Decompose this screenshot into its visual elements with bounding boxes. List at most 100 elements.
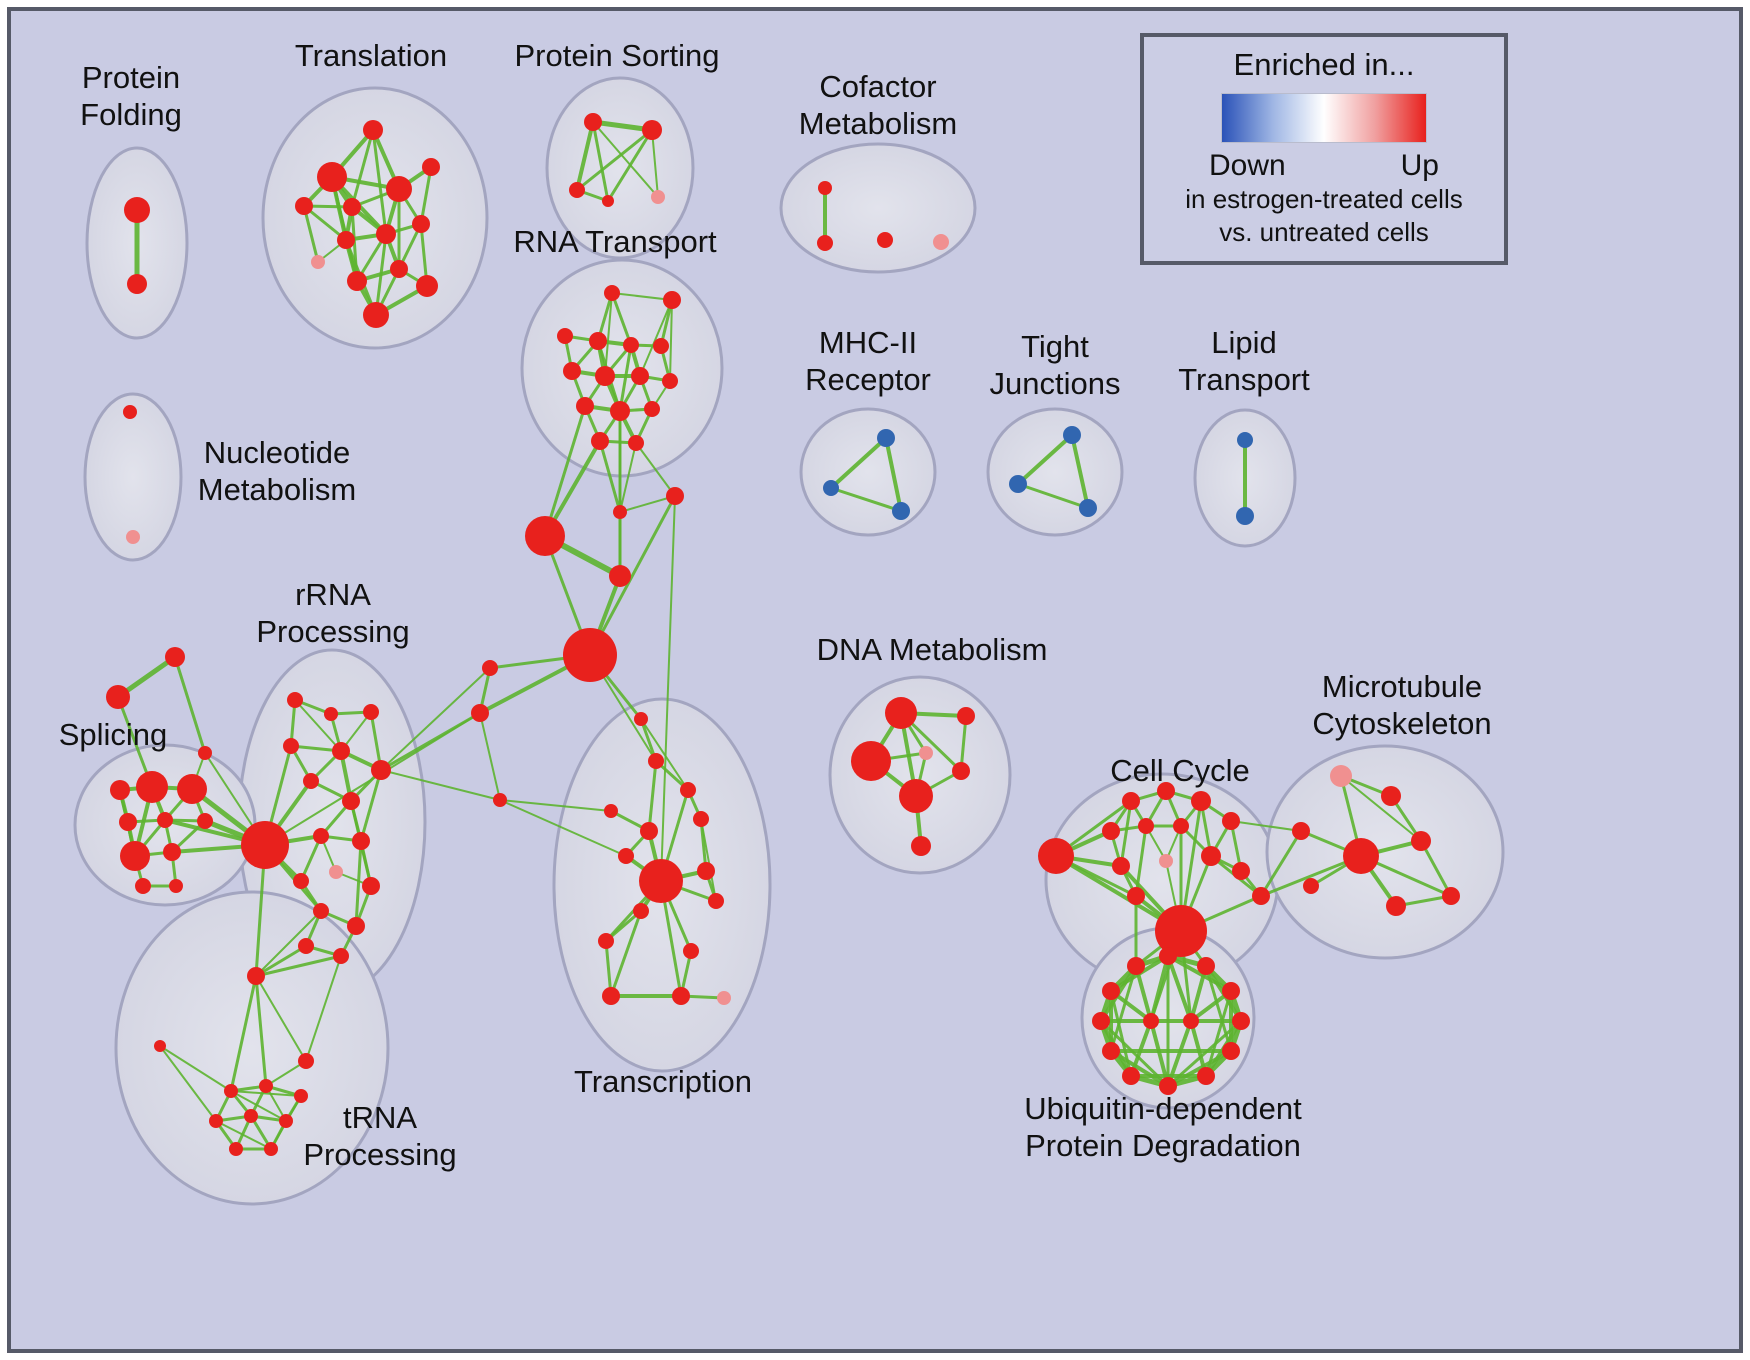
- gene-set-node: [1122, 1067, 1140, 1085]
- overlap-edge: [1129, 1019, 1153, 1078]
- overlap-edge: [606, 128, 654, 203]
- legend: Enriched in... Down Up in estrogen-treat…: [1140, 33, 1508, 265]
- gene-set-node: [1102, 1042, 1120, 1060]
- overlap-edge: [350, 128, 375, 209]
- overlap-edge: [255, 975, 307, 1062]
- legend-down-label: Down: [1209, 149, 1286, 182]
- gene-set-node: [329, 865, 343, 879]
- overlap-edge: [159, 1045, 217, 1122]
- gene-set-node: [1038, 838, 1074, 874]
- overlap-edge: [1204, 964, 1233, 1053]
- cluster-label-dna-metabolism: DNA Metabolism: [817, 632, 1048, 667]
- cluster-label-lipid-transport: Lipid: [1211, 325, 1277, 360]
- gene-set-node: [412, 215, 430, 233]
- gene-set-node: [1201, 846, 1221, 866]
- overlap-edge: [651, 129, 659, 198]
- cluster-label-trna-processing: tRNA: [343, 1100, 417, 1135]
- gene-set-node: [598, 933, 614, 949]
- gene-set-node: [177, 774, 207, 804]
- gene-set-node: [653, 338, 669, 354]
- legend-subtitle-line1: in estrogen-treated cells: [1185, 184, 1463, 214]
- overlap-edge: [647, 759, 658, 833]
- cluster-label-splicing: Splicing: [59, 717, 168, 752]
- cluster-label-rrna-processing: Processing: [256, 614, 409, 649]
- overlap-edge: [255, 910, 322, 977]
- gene-set-node: [124, 197, 150, 223]
- overlap-edge: [380, 667, 491, 771]
- cluster-label-lipid-transport: Transport: [1178, 362, 1310, 397]
- overlap-edge: [302, 204, 348, 242]
- gene-set-node: [604, 804, 618, 818]
- overlap-edge: [543, 404, 587, 538]
- cluster-label-tight-junctions: Junctions: [990, 366, 1121, 401]
- cluster-label-mhc-ii-receptor: MHC-II: [819, 325, 917, 360]
- gene-set-node: [110, 780, 130, 800]
- gene-set-node: [371, 760, 391, 780]
- gene-set-node: [892, 502, 910, 520]
- gene-set-node: [899, 779, 933, 813]
- overlap-edge: [619, 442, 637, 513]
- gene-set-node: [823, 480, 839, 496]
- gene-set-node: [197, 813, 213, 829]
- gene-set-node: [1102, 982, 1120, 1000]
- gene-set-node: [563, 362, 581, 380]
- gene-set-node: [1157, 782, 1175, 800]
- gene-set-node: [264, 1142, 278, 1156]
- overlap-edge: [1230, 820, 1302, 832]
- gene-set-node: [666, 487, 684, 505]
- gene-set-node: [1159, 1077, 1177, 1095]
- cluster-label-protein-folding: Folding: [80, 97, 182, 132]
- gene-set-node: [877, 429, 895, 447]
- gene-set-node: [303, 773, 319, 789]
- gene-set-node: [363, 704, 379, 720]
- gene-set-node: [154, 1040, 166, 1052]
- overlap-edge: [884, 436, 903, 513]
- gene-set-node: [640, 822, 658, 840]
- overlap-edge: [598, 439, 622, 514]
- gene-set-node: [127, 274, 147, 294]
- overlap-edge: [159, 1045, 232, 1092]
- gene-set-node: [298, 938, 314, 954]
- gene-set-node: [1237, 432, 1253, 448]
- overlap-edge: [230, 1090, 287, 1122]
- gene-set-node: [557, 328, 573, 344]
- gene-set-node: [1222, 812, 1240, 830]
- gene-set-node: [363, 302, 389, 328]
- gene-set-node: [259, 1079, 273, 1093]
- gene-set-node: [1092, 1012, 1110, 1030]
- gene-set-node: [106, 685, 130, 709]
- gene-set-node: [634, 712, 648, 726]
- cluster-label-cell-cycle: Cell Cycle: [1110, 753, 1250, 788]
- gene-set-node: [1303, 878, 1319, 894]
- overlap-edge: [660, 495, 676, 882]
- gene-set-node: [332, 742, 350, 760]
- gene-set-node: [952, 762, 970, 780]
- gene-set-node: [525, 516, 565, 556]
- cluster-label-tight-junctions: Tight: [1021, 329, 1089, 364]
- gene-set-node: [1386, 896, 1406, 916]
- gene-set-node: [294, 1089, 308, 1103]
- gene-set-node: [1292, 822, 1310, 840]
- gene-set-node: [633, 903, 649, 919]
- gene-set-node: [247, 967, 265, 985]
- gene-set-node: [1127, 887, 1145, 905]
- gene-set-node: [136, 771, 168, 803]
- overlap-edge: [959, 714, 968, 773]
- overlap-edge: [371, 128, 388, 236]
- gene-set-node: [651, 190, 665, 204]
- overlap-edge: [639, 299, 673, 377]
- overlap-edge: [1070, 433, 1090, 510]
- overlap-edge: [640, 718, 689, 791]
- overlap-edge: [1189, 1019, 1208, 1078]
- gene-set-node: [279, 1114, 293, 1128]
- overlap-edge: [116, 695, 154, 789]
- gene-set-node: [693, 811, 709, 827]
- gene-set-node: [602, 195, 614, 207]
- gene-set-node: [602, 987, 620, 1005]
- gene-set-node: [818, 181, 832, 195]
- overlap-edge: [635, 442, 676, 497]
- gene-set-node: [1343, 838, 1379, 874]
- gene-set-node: [163, 843, 181, 861]
- gene-set-node: [631, 367, 649, 385]
